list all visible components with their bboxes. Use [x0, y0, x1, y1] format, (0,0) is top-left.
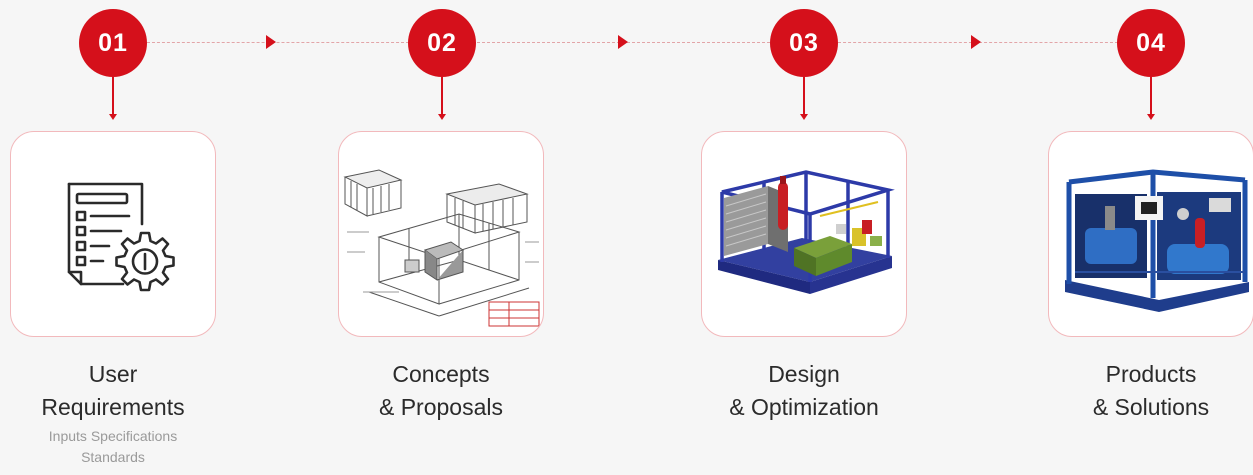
step-number-badge: 01: [79, 9, 147, 77]
step-title: Requirements: [41, 394, 185, 420]
arrow-right-icon: [266, 35, 276, 49]
step-label: Products & Solutions: [1021, 358, 1253, 424]
arrow-right-icon: [971, 35, 981, 49]
down-connector: [112, 77, 114, 115]
connector-line: [147, 42, 409, 43]
arrow-down-icon: [800, 114, 808, 120]
step-label: Concepts & Proposals: [311, 358, 571, 424]
step-number-badge: 03: [770, 9, 838, 77]
down-connector: [441, 77, 443, 115]
step-title: & Proposals: [378, 394, 503, 420]
arrow-right-icon: [618, 35, 628, 49]
requirements-document-gear-icon: [67, 182, 175, 292]
down-connector: [803, 77, 805, 115]
step-title: User: [88, 361, 138, 387]
arrow-down-icon: [109, 114, 117, 120]
arrow-down-icon: [438, 114, 446, 120]
step-label: User Requirements Inputs Specifications …: [0, 358, 243, 468]
step-description-line: Inputs Specifications: [48, 428, 178, 444]
step-description: Inputs Specifications Standards: [0, 426, 243, 468]
step-card-design-optimization: [701, 131, 907, 337]
arrow-down-icon: [1147, 114, 1155, 120]
step-card-products-solutions: [1048, 131, 1253, 337]
step-description-line: Standards: [81, 449, 145, 465]
finished-skid-unit-photo: [1065, 169, 1249, 312]
step-title: & Solutions: [1092, 394, 1210, 420]
step-label: Design & Optimization: [674, 358, 934, 424]
concept-technical-drawing: [343, 169, 540, 327]
3d-cad-skid-model: [718, 170, 895, 294]
down-connector: [1150, 77, 1152, 115]
step-number-badge: 04: [1117, 9, 1185, 77]
step-title: Concepts: [392, 361, 490, 387]
step-title: Products: [1105, 361, 1197, 387]
step-card-user-requirements: [10, 131, 216, 337]
step-title: Design: [768, 361, 840, 387]
step-card-concepts-proposals: [338, 131, 544, 337]
step-number-badge: 02: [408, 9, 476, 77]
step-title: & Optimization: [729, 394, 879, 420]
